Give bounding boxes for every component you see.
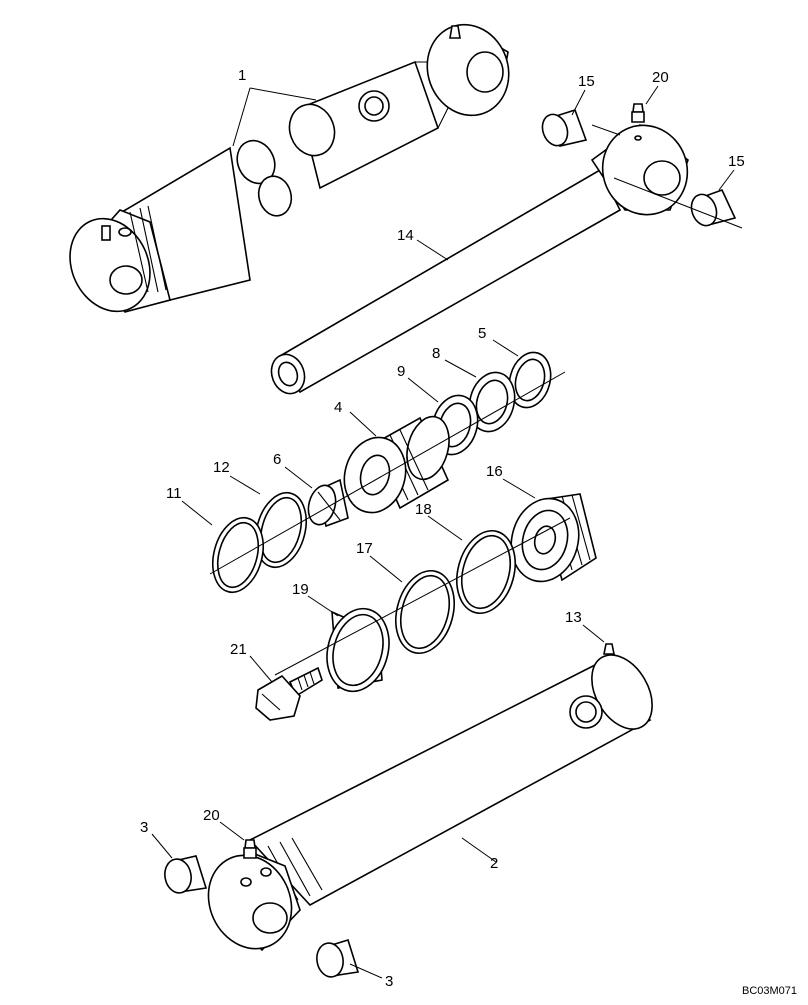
part-6-wiper — [307, 478, 349, 528]
callout-4: 4 — [334, 399, 342, 416]
part-15-bushing-right — [690, 188, 737, 227]
part-5-ring — [508, 351, 552, 409]
callout-2: 2 — [490, 855, 498, 872]
part-3-bushing-lower — [316, 939, 360, 978]
callout-15-upper: 15 — [578, 73, 595, 90]
part-1-barrel-front — [69, 139, 293, 313]
part-11-backup-ring — [212, 516, 264, 594]
callout-11: 11 — [166, 485, 182, 502]
part-2-barrel — [207, 643, 653, 952]
callout-15-right: 15 — [728, 153, 745, 170]
callout-numbers: 1 2 3 3 4 5 6 8 9 11 12 13 14 15 15 16 1… — [140, 67, 745, 990]
callout-13: 13 — [565, 609, 582, 626]
part-20-grease-fitting-lower — [243, 839, 257, 859]
leader-lines — [151, 85, 735, 979]
drawing-code: BC03M071 — [742, 985, 797, 997]
callout-19: 19 — [292, 581, 309, 598]
part-14-piston-rod — [270, 124, 689, 395]
callout-14: 14 — [397, 227, 414, 244]
callout-21: 21 — [230, 641, 247, 658]
part-18-ring — [456, 529, 516, 615]
callout-18: 18 — [415, 501, 432, 518]
part-12-o-ring — [255, 491, 307, 569]
callout-17: 17 — [356, 540, 373, 557]
callout-20-upper: 20 — [652, 69, 669, 86]
callout-5: 5 — [478, 325, 486, 342]
part-1-barrel-rear — [288, 23, 510, 190]
callout-6: 6 — [273, 451, 281, 468]
callout-3-upper: 3 — [140, 819, 148, 836]
part-4-gland — [343, 415, 450, 514]
callout-20-lower: 20 — [203, 807, 220, 824]
part-3-bushing-upper — [164, 855, 208, 894]
callout-3-lower: 3 — [385, 973, 393, 990]
part-19-wear-band — [326, 607, 390, 693]
part-21-bolt — [255, 666, 323, 721]
part-20-grease-fitting-upper — [631, 103, 645, 123]
part-17-ring — [395, 569, 455, 655]
part-15-bushing-upper — [541, 109, 588, 147]
callout-16: 16 — [486, 463, 503, 480]
part-8-seal — [468, 371, 516, 433]
callout-1: 1 — [238, 67, 246, 84]
part-16-piston — [510, 493, 597, 583]
callout-8: 8 — [432, 345, 440, 362]
callout-12: 12 — [213, 459, 230, 476]
callout-9: 9 — [397, 363, 405, 380]
assembly-axis-lines — [209, 124, 743, 676]
